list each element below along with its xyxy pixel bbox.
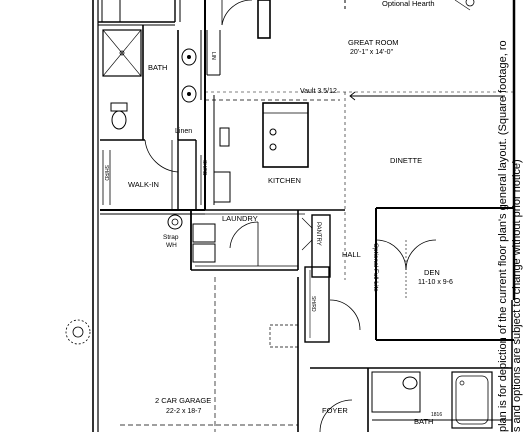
label-optional-full-lite: Optional Full Lite	[372, 243, 379, 292]
label-strap: Strap	[163, 234, 179, 241]
side-disclaimer: plan is for depiction of the current flo…	[497, 40, 523, 432]
label-great-room: GREAT ROOM	[348, 38, 399, 47]
label-hall: HALL	[342, 250, 361, 259]
label-walk-in: WALK-IN	[128, 180, 159, 189]
disclaimer-line-2: s and options are subject to change with…	[511, 159, 523, 432]
label-great-room-dims: 20'-1" x 14'-0"	[350, 49, 394, 56]
label-bath-top: BATH	[148, 63, 167, 72]
label-vault: Vault 3.5/12	[300, 88, 337, 95]
label-linen-bottom: 1816	[431, 412, 442, 418]
label-wh: WH	[166, 242, 177, 249]
label-garage: 2 CAR GARAGE	[155, 396, 211, 405]
label-pantry: PANTRY	[315, 222, 321, 246]
label-shelf-1: SH/RD	[103, 165, 109, 181]
label-foyer: FOYER	[322, 406, 348, 415]
label-garage-dims: 22-2 x 18-7	[166, 408, 202, 415]
label-optional-hearth: Optional Hearth	[382, 0, 435, 8]
disclaimer-line-1: plan is for depiction of the current flo…	[497, 40, 509, 432]
room-labels: Optional Hearth GREAT ROOM 20'-1" x 14'-…	[103, 0, 453, 426]
walls	[65, 0, 516, 432]
label-den-dims: 11-10 x 9-6	[418, 279, 453, 286]
label-den: DEN	[424, 268, 440, 277]
label-dinette: DINETTE	[390, 156, 422, 165]
label-shelf-2: SH/RD	[201, 160, 207, 176]
label-linen: Linen	[175, 128, 192, 135]
label-bath-bottom: BATH	[414, 417, 433, 426]
label-shelf-3: SH/RD	[310, 296, 316, 312]
label-kitchen: KITCHEN	[268, 176, 301, 185]
label-lin-small: LIN	[210, 52, 216, 60]
label-laundry: LAUNDRY	[222, 214, 258, 223]
